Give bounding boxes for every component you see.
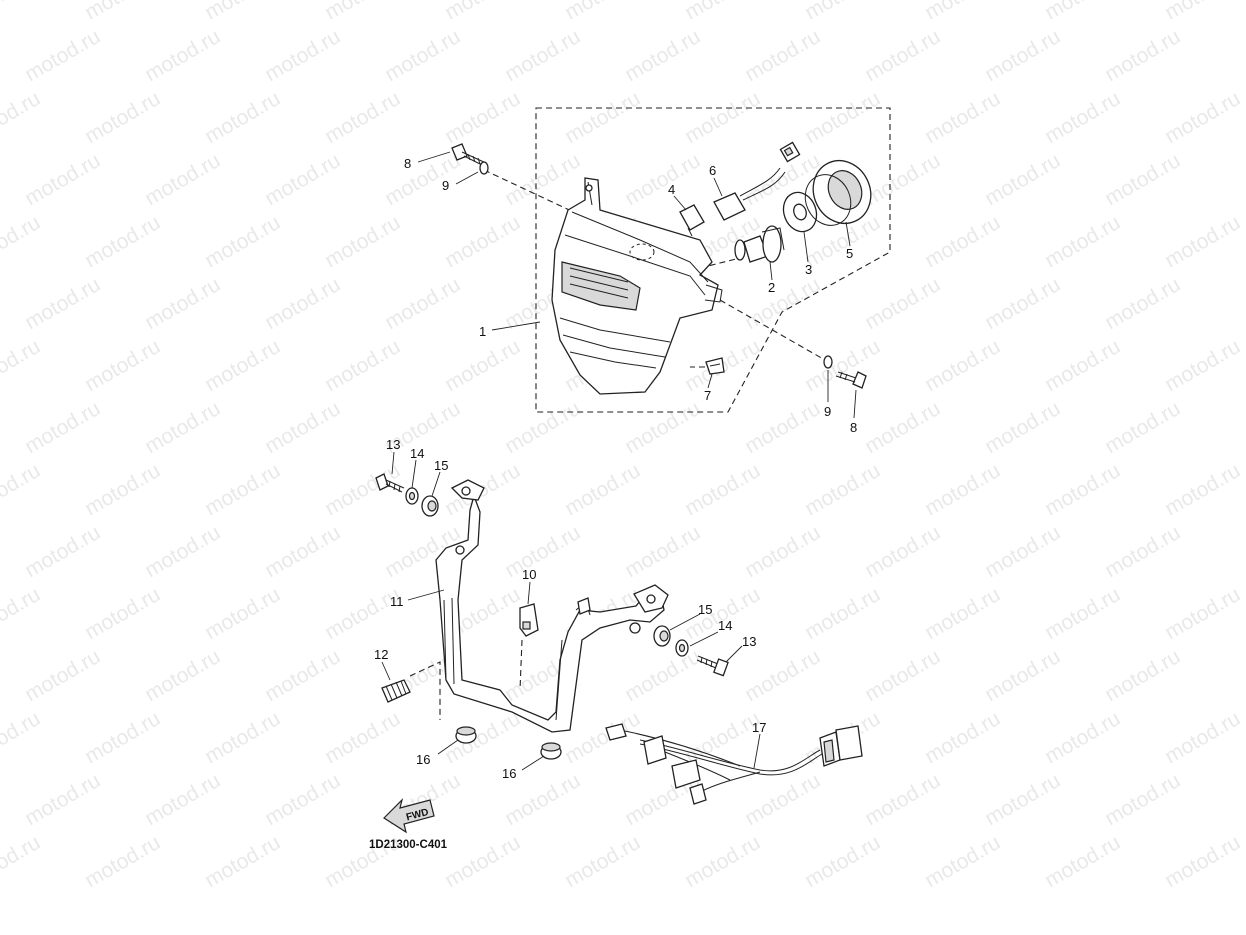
axis-line-lamp xyxy=(699,257,741,269)
clip-nut xyxy=(519,603,539,637)
leader-14a xyxy=(411,459,417,489)
leader-16a xyxy=(437,739,459,755)
bolt-right xyxy=(696,655,729,677)
leader-8b xyxy=(853,389,857,419)
headlight-assembly xyxy=(551,177,723,395)
axis-line-top xyxy=(483,169,581,216)
callout-13a: 13 xyxy=(386,437,400,452)
diagram-code: 1D21300-C401 xyxy=(369,839,448,851)
leader-9a xyxy=(455,171,479,185)
leader-13b xyxy=(725,645,743,663)
callout-10: 10 xyxy=(522,567,536,582)
callout-13b: 13 xyxy=(742,634,756,649)
assembly-boundary xyxy=(535,107,891,413)
grommet-left xyxy=(421,495,439,517)
leader-10 xyxy=(527,581,531,605)
leader-8a xyxy=(417,151,451,163)
wire-harness xyxy=(605,723,863,805)
leader-17 xyxy=(753,733,761,769)
leader-4 xyxy=(673,195,687,211)
callout-12: 12 xyxy=(374,647,388,662)
leader-15b xyxy=(669,613,701,631)
callout-11: 11 xyxy=(390,594,404,609)
callout-14b: 14 xyxy=(718,618,732,633)
callout-16a: 16 xyxy=(416,752,430,767)
leader-6 xyxy=(713,177,723,197)
leader-11 xyxy=(407,589,445,601)
axis-line-spring xyxy=(409,661,441,720)
damper-left xyxy=(455,726,477,744)
damper-right xyxy=(540,742,562,760)
callout-8a: 8 xyxy=(404,156,411,171)
spring xyxy=(381,679,411,703)
leader-16b xyxy=(521,755,545,771)
seal-ring xyxy=(782,191,818,233)
bolt-lower xyxy=(835,371,867,389)
grommet-right xyxy=(653,625,671,647)
axis-line-bottom xyxy=(719,299,826,361)
position-bulb xyxy=(679,204,705,237)
leader-15a xyxy=(431,471,441,497)
leader-7 xyxy=(707,373,713,389)
leader-14b xyxy=(689,631,719,647)
callout-14a: 14 xyxy=(410,446,424,461)
callout-15a: 15 xyxy=(434,458,448,473)
leader-2 xyxy=(769,261,773,281)
leader-13a xyxy=(391,451,395,475)
callout-9b: 9 xyxy=(824,404,831,419)
leader-5 xyxy=(845,221,851,247)
leader-1 xyxy=(491,321,541,331)
callout-7: 7 xyxy=(704,388,711,403)
callout-2: 2 xyxy=(768,280,775,295)
callout-9a: 9 xyxy=(442,178,449,193)
washer-lower xyxy=(823,355,833,369)
leader-3 xyxy=(803,231,809,263)
callout-1: 1 xyxy=(479,324,486,339)
callout-17: 17 xyxy=(752,720,766,735)
callout-5: 5 xyxy=(846,246,853,261)
callout-8b: 8 xyxy=(850,420,857,435)
bolt-left xyxy=(375,473,405,493)
callout-4: 4 xyxy=(668,182,675,197)
callout-16b: 16 xyxy=(502,766,516,781)
headlight-bulb xyxy=(734,225,785,263)
washer-upper xyxy=(479,161,489,175)
axis-line-nut xyxy=(519,639,523,691)
side-bulb xyxy=(705,357,725,375)
bulb-socket xyxy=(713,141,801,221)
bulb-cover xyxy=(804,160,872,226)
collar-right xyxy=(675,639,689,657)
leader-12 xyxy=(381,661,391,681)
fwd-arrow-icon: FWD xyxy=(383,798,435,834)
callout-6: 6 xyxy=(709,163,716,178)
collar-left xyxy=(405,487,419,505)
callout-15b: 15 xyxy=(698,602,712,617)
headlight-bracket xyxy=(435,479,669,733)
callout-3: 3 xyxy=(805,262,812,277)
